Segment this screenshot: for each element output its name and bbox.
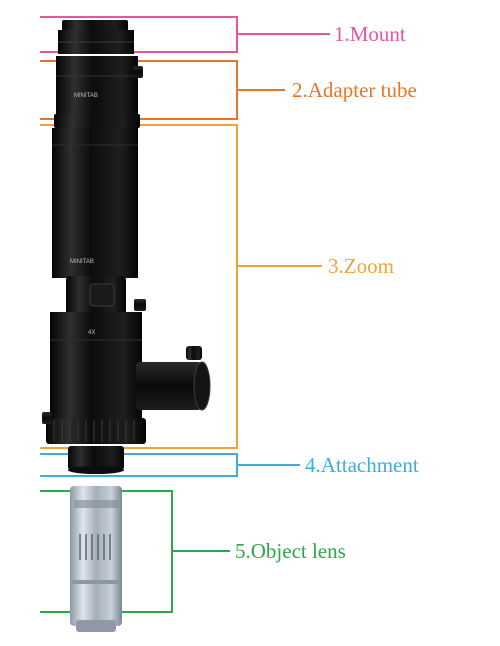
side-port-tube [136,362,202,410]
adapter-screw [133,66,143,78]
zoom-side-screw [134,299,146,311]
zoom-upper-barrel [52,128,138,278]
attachment-ring [68,446,124,470]
side-port-knob [186,346,202,360]
object-lens-knurl [79,534,111,560]
zoom-label: 3.Zoom [328,254,394,278]
mount-bracket [40,16,330,53]
zoom-lower-barrel [50,312,142,422]
adapter-engraving: MINITAB [74,93,98,99]
object-lens-label: 5.Object lens [235,539,346,563]
zoom-engraving: MINITAB [70,259,94,265]
mount-label: 1.Mount [334,22,406,46]
mount-ring [62,20,128,32]
adapter-tube-label: 2.Adapter tube [292,78,417,102]
microscope-body: MINITAB MINITAB 4X [42,20,211,632]
object-lens-body [70,486,122,626]
attachment-label: 4.Attachment [305,453,419,477]
adapter-tube-body [56,56,138,120]
zoom-bottom-collar [46,418,146,444]
object-lens-bracket [40,490,230,613]
attachment-bracket [40,453,300,477]
zoom-mark: 4X [88,330,95,336]
